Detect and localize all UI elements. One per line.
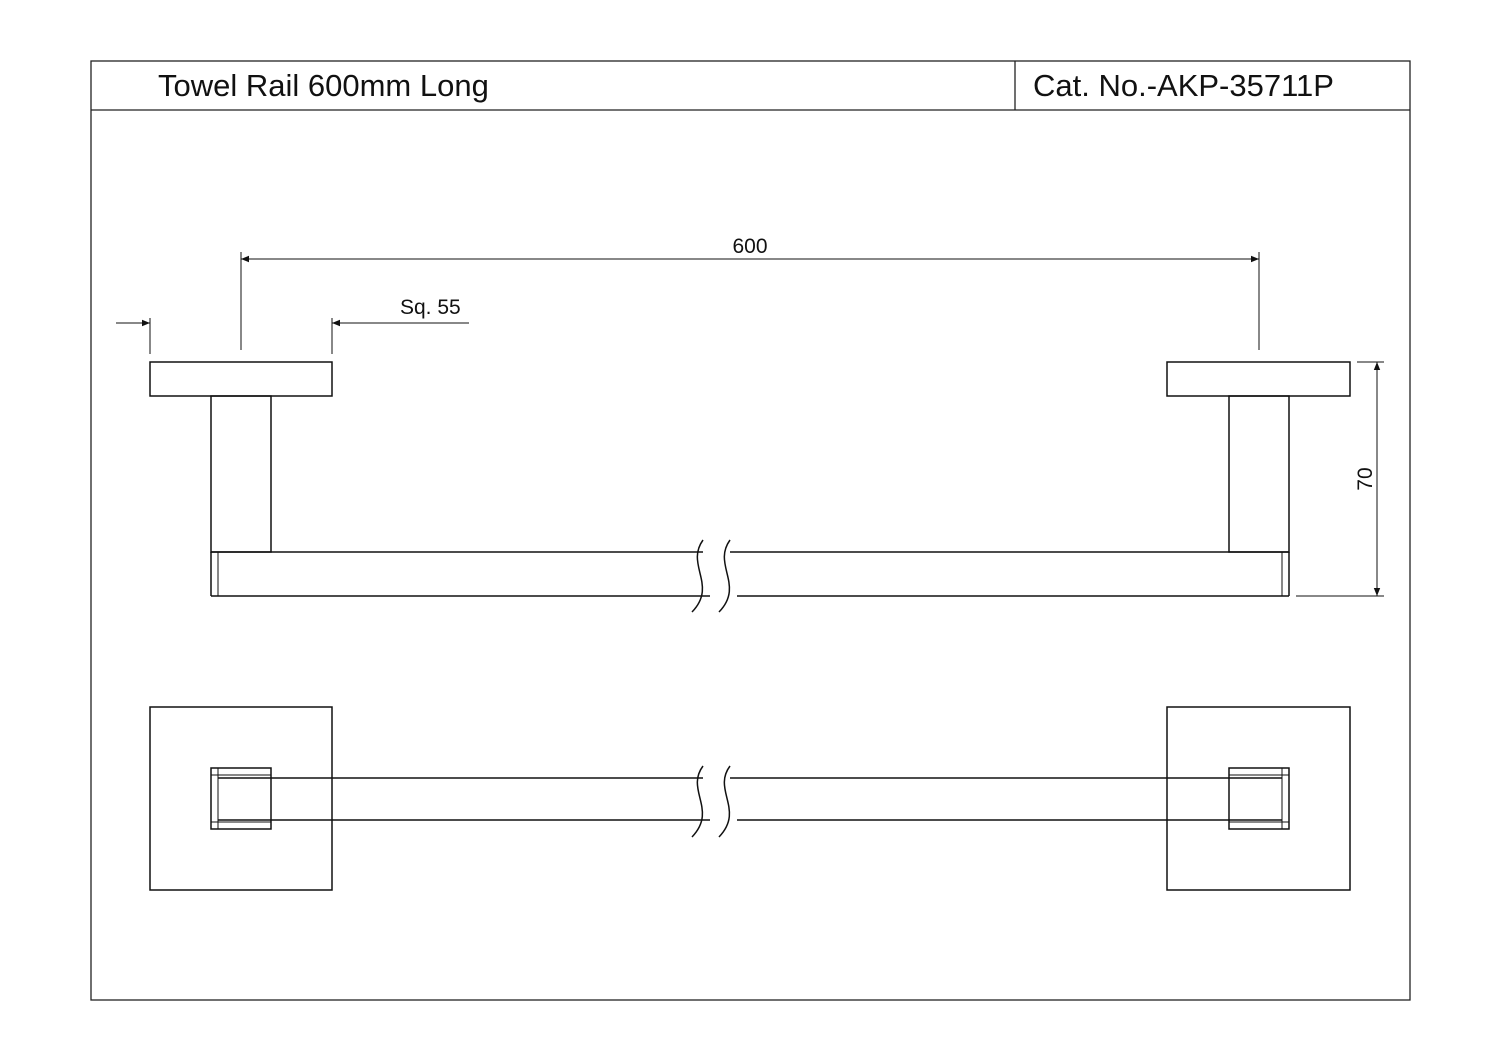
break-line-right	[718, 539, 731, 613]
rail-bar-front	[210, 539, 1290, 613]
product-title: Towel Rail 600mm Long	[158, 68, 489, 103]
dim-label-overall-length: 600	[732, 235, 767, 258]
dim-label-projection: 70	[1354, 467, 1377, 490]
left-post-plan	[210, 767, 272, 830]
right-post-plan	[1228, 767, 1290, 830]
right-base-square	[1166, 706, 1351, 891]
front-view: 600 Sq. 55 70	[116, 235, 1384, 613]
break-line-left-plan	[691, 765, 704, 838]
break-line-right-plan	[718, 765, 731, 838]
top-view	[149, 706, 1351, 891]
catalog-number: Cat. No.-AKP-35711P	[1033, 68, 1334, 103]
left-post	[210, 395, 272, 553]
drawing-border	[90, 60, 1411, 1001]
rail-bar-plan	[218, 765, 1282, 838]
dim-label-base-square: Sq. 55	[400, 296, 461, 319]
left-base-square	[149, 706, 333, 891]
break-line-left	[691, 539, 704, 613]
left-wall-plate	[149, 361, 333, 397]
right-post	[1228, 395, 1290, 553]
right-wall-plate	[1166, 361, 1351, 397]
